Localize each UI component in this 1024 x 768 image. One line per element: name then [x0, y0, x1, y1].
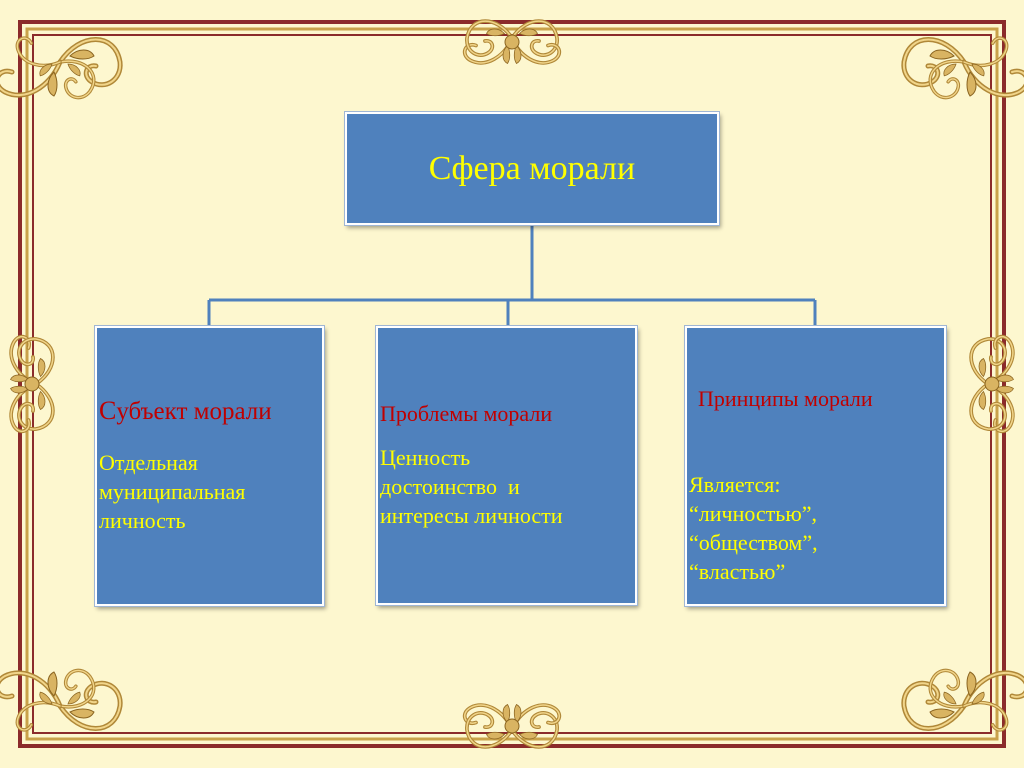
- body-line: Является:: [689, 472, 781, 497]
- branch-body-problems: Ценность достоинство и интересы личности: [380, 443, 563, 530]
- left-center-ornament: [8, 334, 55, 434]
- branch-box-problems: Проблемы морали Ценность достоинство и и…: [376, 326, 637, 605]
- body-line: “властью”: [689, 559, 786, 584]
- root-node-box: Сфера морали: [345, 112, 719, 225]
- heading-initial: С: [99, 396, 117, 425]
- body-line: личность: [99, 508, 186, 533]
- branch-box-principles: Принципы морали Является: “личностью”, “…: [685, 326, 946, 606]
- body-line: интересы личности: [380, 503, 563, 528]
- body-line: “обществом”,: [689, 530, 818, 555]
- body-line: Отдельная: [99, 450, 198, 475]
- connector-lines: [207, 225, 817, 326]
- branch-heading-principles: Принципы морали: [698, 386, 873, 411]
- bottom-center-ornament: [462, 702, 562, 749]
- body-line: “личностью”,: [689, 501, 818, 526]
- branch-heading-problems: Проблемы морали: [380, 401, 553, 426]
- branch-box-subject: Субъект морали Отдельная муниципальная л…: [95, 326, 324, 606]
- body-line: Ценность: [380, 445, 471, 470]
- top-center-ornament: [462, 19, 562, 66]
- root-node-title: Сфера морали: [428, 149, 636, 187]
- branch-heading-subject: Субъект морали: [99, 396, 272, 426]
- heading-rest: убъект морали: [116, 398, 272, 425]
- body-line: достоинство и: [380, 474, 520, 499]
- branch-body-principles: Является: “личностью”, “обществом”, “вла…: [689, 470, 818, 586]
- branch-body-subject: Отдельная муниципальная личность: [99, 448, 245, 535]
- body-line: муниципальная: [99, 479, 246, 504]
- right-center-ornament: [969, 334, 1016, 434]
